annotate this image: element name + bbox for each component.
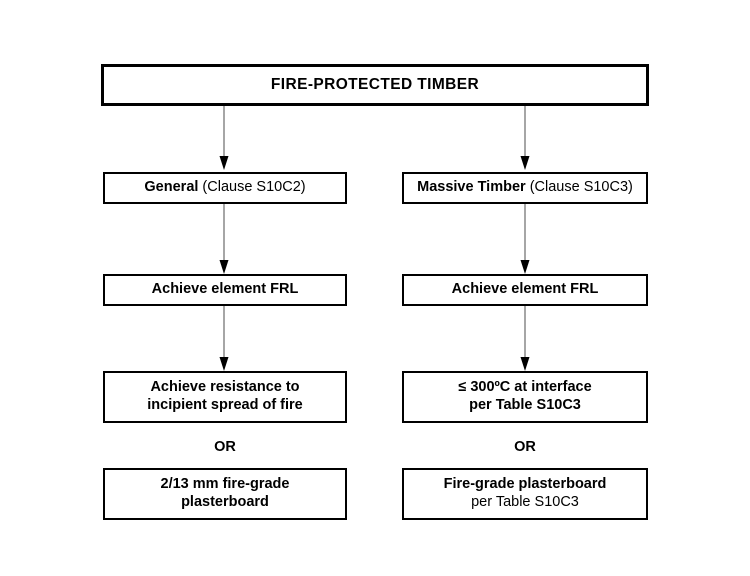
connector-massive-timber-frl-to-criteria xyxy=(520,306,530,371)
node-general-achieve-frl-label: Achieve element FRL xyxy=(151,281,299,298)
connector-general-to-frl xyxy=(219,204,229,274)
node-massive-timber-criteria-line1: ≤ 300ºC at interface xyxy=(458,379,592,396)
node-massive-timber-achieve-frl: Achieve element FRL xyxy=(402,274,648,306)
node-massive-timber-clause-rest: (Clause S10C3) xyxy=(525,179,633,196)
node-massive-timber-criteria-line2: per Table S10C3 xyxy=(469,397,581,413)
node-general-clause: General (Clause S10C2) xyxy=(103,172,347,204)
node-general-achieve-frl: Achieve element FRL xyxy=(103,274,347,306)
node-massive-timber-clause: Massive Timber (Clause S10C3) xyxy=(402,172,648,204)
node-title-label: FIRE-PROTECTED TIMBER xyxy=(270,75,480,93)
node-general-plasterboard-sub: plasterboard xyxy=(181,494,269,510)
node-massive-timber-clause-lead: Massive Timber xyxy=(417,179,526,196)
node-massive-timber-plasterboard-sub: per Table S10C3 xyxy=(471,494,579,510)
node-massive-timber-plasterboard-lead: Fire-grade plasterboard xyxy=(443,476,607,493)
node-fire-protected-timber: FIRE-PROTECTED TIMBER xyxy=(101,64,649,106)
connector-massive-timber-to-frl xyxy=(520,204,530,274)
node-general-criteria-line1: Achieve resistance to xyxy=(150,379,300,396)
or-label-general: OR xyxy=(214,439,236,455)
connector-general-frl-to-criteria xyxy=(219,306,229,371)
node-massive-timber-achieve-frl-label: Achieve element FRL xyxy=(451,281,599,298)
node-massive-timber-clause-text: Massive Timber (Clause S10C3) xyxy=(404,179,646,197)
node-general-plasterboard-lead: 2/13 mm fire-grade xyxy=(160,476,290,493)
connector-root-to-general xyxy=(219,106,229,170)
node-general-clause-text: General (Clause S10C2) xyxy=(105,179,345,197)
node-general-clause-lead: General xyxy=(144,179,199,196)
connector-root-to-massive-timber xyxy=(520,106,530,170)
or-label-massive-timber: OR xyxy=(514,439,536,455)
node-general-clause-rest: (Clause S10C2) xyxy=(198,179,306,196)
node-general-criteria-line2: incipient spread of fire xyxy=(147,397,303,413)
